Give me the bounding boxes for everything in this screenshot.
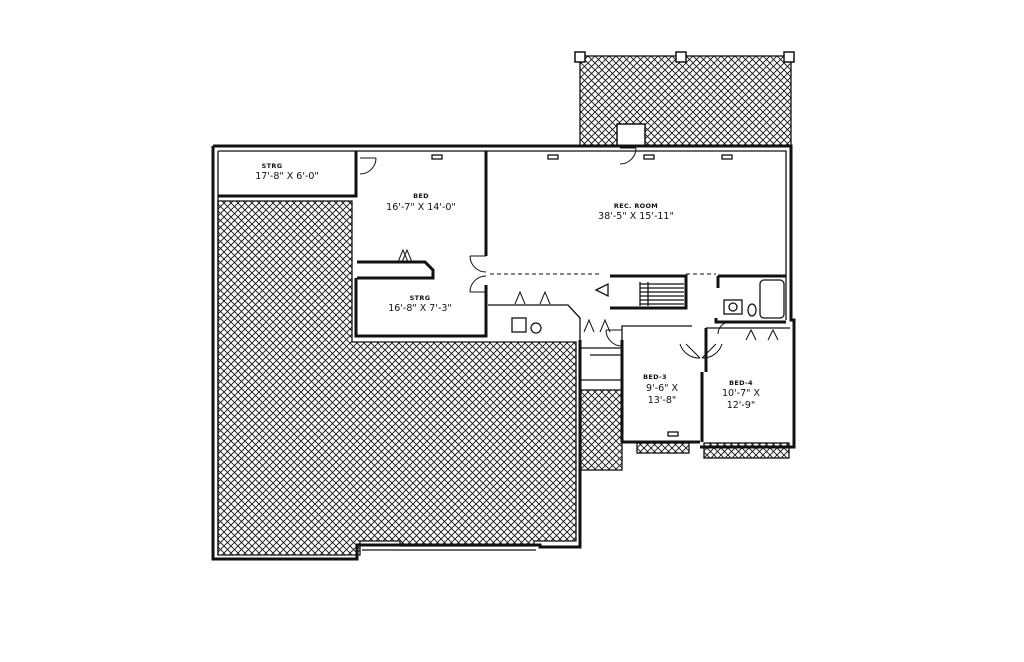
sink — [723, 299, 743, 315]
doors — [359, 147, 779, 437]
sink-basin — [728, 302, 738, 312]
staircase — [594, 282, 684, 306]
walls — [211, 144, 796, 561]
furnace — [530, 322, 542, 334]
door-swing — [717, 321, 731, 335]
wall-closets — [580, 327, 790, 381]
room-dims-bed-4-line2: 12'-9" — [727, 400, 756, 411]
deck-posts — [574, 51, 795, 147]
hatched-area-bed3-window — [579, 389, 623, 471]
room-name-storage-lower: STRG — [410, 294, 431, 302]
door-swing — [469, 275, 487, 293]
exterior-wall-inner — [217, 150, 787, 555]
room-dims-storage-upper: 17'-8" X 6'-0" — [255, 171, 319, 182]
bifold-door — [514, 290, 551, 305]
wall-strg-upper — [218, 151, 358, 198]
door-swing — [679, 343, 701, 359]
bifold-door — [745, 328, 779, 341]
door-swing — [605, 329, 623, 347]
wall-stair-hall — [488, 304, 692, 349]
door-swing — [701, 343, 723, 359]
bath-fixtures — [511, 279, 785, 334]
stair-direction-arrow — [594, 282, 609, 298]
deck-step — [616, 123, 646, 147]
room-dims-bed-3-line1: 9'-6" X — [646, 383, 679, 394]
window — [721, 154, 733, 160]
water-heater — [511, 317, 527, 333]
room-dims-bed-4-line1: 10'-7" X — [722, 388, 761, 399]
unexcavated-area-main — [217, 200, 577, 556]
room-name-bed-4: BED-4 — [729, 379, 753, 387]
room-name-rec-room: REC. ROOM — [614, 202, 658, 210]
bifold-door — [397, 248, 413, 263]
deck-post — [783, 51, 795, 63]
door-swing — [359, 157, 377, 175]
wall-bath — [714, 274, 786, 324]
wall-bed-south — [357, 260, 435, 280]
deck-post — [675, 51, 687, 63]
wall-stair — [610, 274, 688, 310]
window — [643, 154, 655, 160]
room-dims-bed: 16'-7" X 14'-0" — [386, 202, 456, 213]
deck-post — [574, 51, 586, 63]
bifold-door — [583, 318, 611, 333]
room-dims-bed-3-line2: 13'-8" — [648, 395, 677, 406]
room-name-bed: BED — [413, 192, 429, 200]
window — [431, 154, 443, 160]
exterior-wall — [211, 144, 796, 561]
hatched-area-bed3-sill — [636, 442, 690, 454]
window — [547, 154, 559, 160]
room-name-storage-upper: STRG — [262, 162, 283, 170]
stair-treads — [639, 282, 684, 306]
room-name-bed-3: BED-3 — [643, 373, 667, 381]
door-swing — [469, 255, 487, 273]
room-dims-storage-lower: 16'-8" X 7'-3" — [388, 303, 452, 314]
hatched-area-bed4-sill — [703, 442, 790, 459]
room-dims-rec-room: 38'-5" X 15'-11" — [598, 211, 674, 222]
room-labels: STRG 17'-8" X 6'-0" BED 16'-7" X 14'-0" … — [255, 162, 760, 411]
bathtub — [759, 279, 785, 319]
patio-deck — [579, 55, 792, 147]
toilet — [747, 303, 757, 317]
door-swing — [619, 147, 637, 165]
window — [667, 431, 679, 437]
